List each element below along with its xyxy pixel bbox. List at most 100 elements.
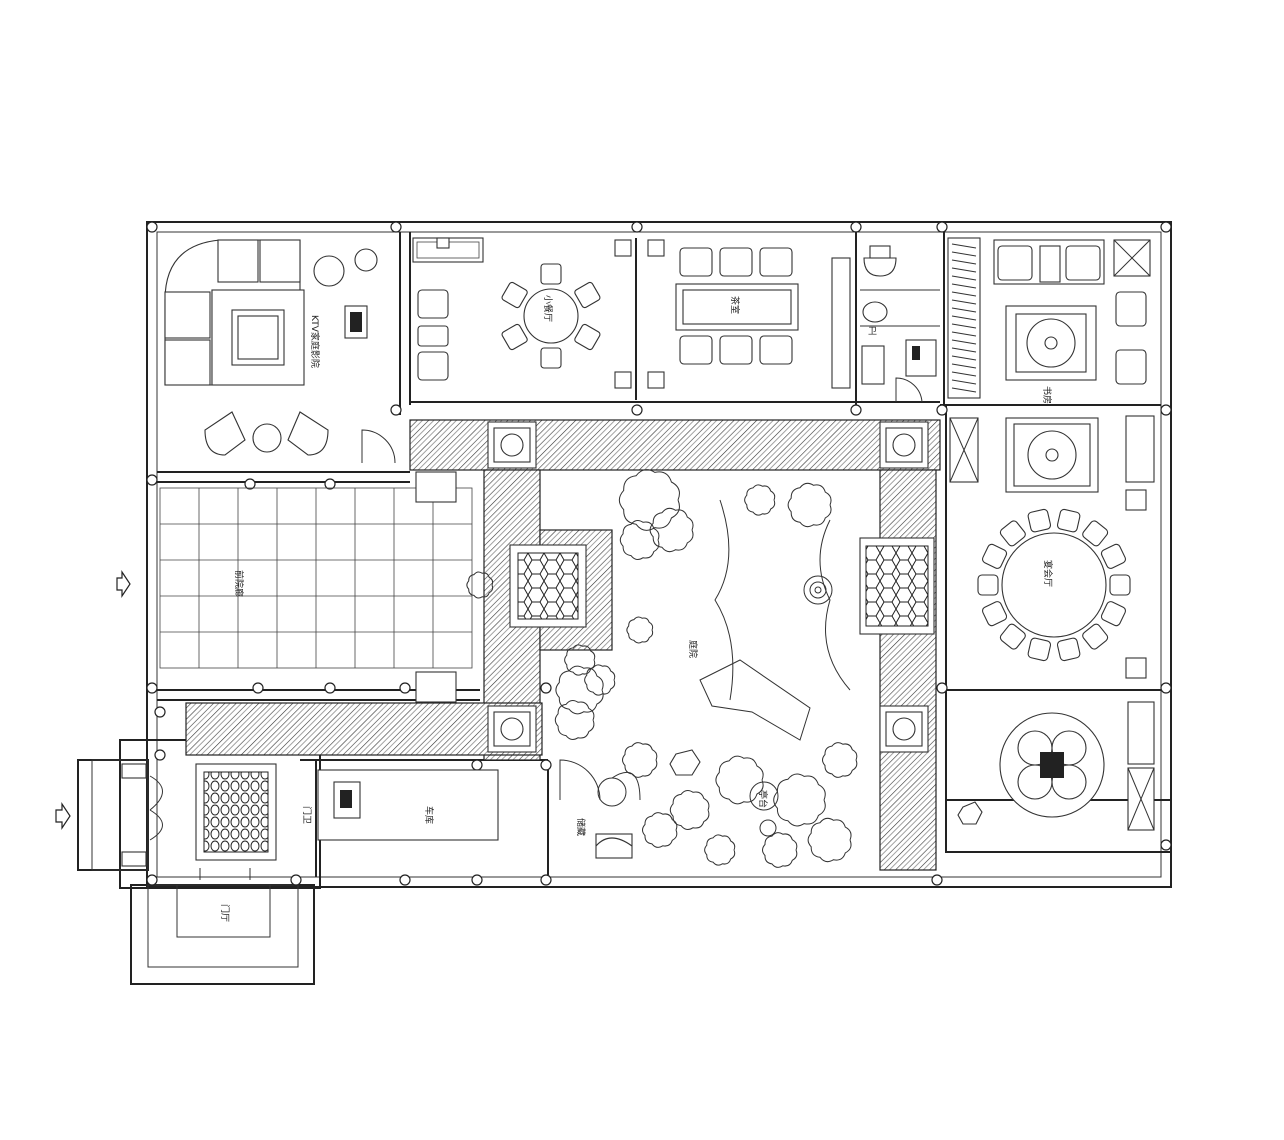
pillar: [324, 682, 336, 694]
dining-chair: [501, 281, 528, 309]
garden-tree: [466, 571, 494, 599]
pillar: [146, 474, 158, 486]
banquet-chair: [999, 623, 1026, 650]
banquet-chair: [1027, 508, 1052, 533]
pillar: [631, 404, 643, 416]
wardrobe-hanger: [951, 307, 977, 313]
wardrobe-hanger: [951, 363, 977, 369]
wardrobe-hanger: [951, 339, 977, 345]
outer-walls: [77, 221, 1172, 985]
pillar: [850, 404, 862, 416]
small-dining-label: 小餐厅: [542, 295, 554, 322]
ktv-label: KTV家庭影院: [309, 315, 321, 368]
tea-chair: [719, 247, 753, 277]
dining-chair: [574, 281, 601, 309]
wardrobe-hanger: [951, 379, 977, 385]
banquet-chair: [1056, 508, 1081, 533]
garden-tree: [642, 812, 678, 848]
study-label: 书房: [1041, 386, 1053, 404]
wardrobe-hanger: [951, 299, 977, 305]
wardrobe-hanger: [951, 283, 977, 289]
courtyard-garden: 庭院 亭台: [466, 469, 858, 868]
garden-tree: [584, 664, 616, 696]
entrance-arrow-main: [116, 570, 131, 598]
entry-corridor: 前院廊: [159, 471, 473, 703]
wardrobe-hanger: [951, 371, 977, 377]
wardrobe-hanger: [951, 347, 977, 353]
courtyard-label: 庭院: [687, 640, 699, 658]
tea-label: 茶室: [729, 296, 741, 314]
pillar: [936, 404, 948, 416]
banquet-hall: 宴会厅: [949, 415, 1155, 679]
banquet-chair: [1100, 543, 1127, 569]
pillar: [1160, 839, 1172, 851]
ornament-tile-rosette: [500, 717, 524, 741]
pillar: [850, 221, 862, 233]
banquet-label: 宴会厅: [1042, 560, 1054, 587]
study-room: 书房: [947, 237, 1151, 404]
tea-chair: [719, 335, 753, 365]
garden-tree: [807, 817, 852, 863]
tea-room: 茶室: [647, 239, 851, 389]
wardrobe-hanger: [951, 243, 977, 249]
pillar: [324, 478, 336, 490]
pillar: [252, 682, 264, 694]
ktv-room: KTV家庭影院: [164, 239, 396, 464]
banquet-chair: [1082, 623, 1109, 650]
pillar: [540, 682, 552, 694]
pillar: [931, 874, 943, 886]
garden-tree: [787, 482, 832, 528]
ornament-tiles: [487, 421, 929, 753]
lobby-label: 门厅: [219, 904, 231, 922]
tea-chair: [679, 335, 713, 365]
ornament-tile-rosette: [892, 717, 916, 741]
banquet-chair: [1056, 637, 1081, 662]
bathroom: 卫: [861, 245, 937, 403]
pillar: [936, 221, 948, 233]
pillar: [1160, 682, 1172, 694]
ornament-tile-rosette: [892, 433, 916, 457]
pillar: [1160, 221, 1172, 233]
garden-tree: [619, 519, 660, 561]
wardrobe-hanger: [951, 387, 977, 393]
garden-tree: [555, 665, 604, 715]
wardrobe-hanger: [951, 291, 977, 297]
pillar: [146, 874, 158, 886]
garden-tree: [773, 773, 826, 827]
garden-tree: [626, 616, 654, 644]
wardrobe-hanger: [951, 251, 977, 257]
partitions: [157, 232, 1161, 877]
dining-chair: [540, 263, 562, 285]
entry-corridor-label: 前院廊: [233, 570, 245, 597]
bath-label: 卫: [868, 327, 877, 337]
garden-tree: [554, 699, 595, 741]
pillar: [1160, 404, 1172, 416]
pillar: [290, 874, 302, 886]
pillar: [471, 759, 483, 771]
dining-chair: [501, 323, 528, 351]
banquet-chair: [977, 574, 999, 596]
card-room: [957, 701, 1155, 831]
banquet-chair: [999, 520, 1026, 547]
garden-tree: [744, 484, 776, 516]
garden-tree: [762, 832, 798, 868]
garden-tree: [622, 742, 658, 778]
wardrobe-hanger: [951, 275, 977, 281]
platforms: [195, 537, 935, 861]
garden-tree: [564, 644, 596, 676]
entrance-arrow-side: [55, 802, 71, 830]
wardrobe-hanger: [951, 315, 977, 321]
lower-left-rooms: 车库 储藏 门卫 门厅: [121, 759, 633, 922]
dining-chair: [574, 323, 601, 351]
pillar: [390, 221, 402, 233]
pillar: [471, 874, 483, 886]
wardrobe-hanger: [951, 267, 977, 273]
small-dining-room: 小餐厅: [412, 237, 632, 389]
pillar: [154, 749, 166, 761]
guard-label: 门卫: [301, 806, 313, 824]
banquet-chair: [981, 543, 1008, 569]
pillar: [244, 478, 256, 490]
garden-tree: [715, 755, 764, 805]
tea-chair: [759, 335, 793, 365]
